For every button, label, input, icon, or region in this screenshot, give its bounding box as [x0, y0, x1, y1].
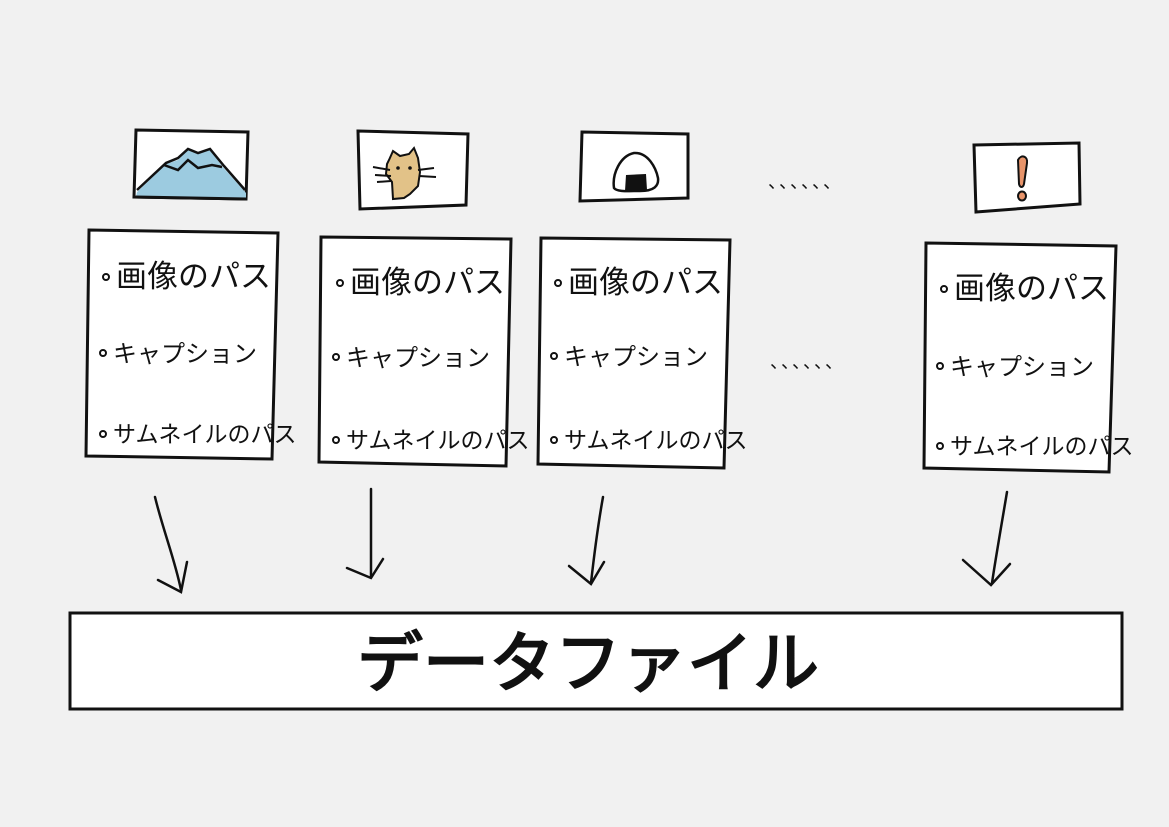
- bullet-icon: [99, 349, 107, 357]
- bullet-icon: [332, 436, 340, 444]
- field-list: 画像のパス キャプション サムネイルのパス: [99, 259, 297, 448]
- field-thumbnail-path: サムネイルのパス: [113, 422, 297, 448]
- record-card-4: 画像のパス キャプション サムネイルのパス: [922, 241, 1134, 474]
- exclamation-picture-icon: [1016, 155, 1029, 202]
- cat-picture-icon: [372, 146, 437, 201]
- arrow-down-icon: [961, 490, 1012, 587]
- field-caption: キャプション: [113, 340, 257, 368]
- rice-ball-picture-icon: [612, 151, 660, 193]
- bullet-icon: [99, 430, 107, 438]
- field-caption: キャプション: [950, 353, 1094, 381]
- ellipsis-top: 、、、、、、: [768, 172, 843, 193]
- record-card-1: 画像のパス キャプション サムネイルのパス: [84, 228, 297, 461]
- field-list: 画像のパス キャプション サムネイルのパス: [550, 265, 748, 454]
- field-list: 画像のパス キャプション サムネイルのパス: [332, 265, 530, 454]
- field-thumbnail-path: サムネイルのパス: [950, 434, 1134, 460]
- bullet-icon: [102, 273, 110, 281]
- bullet-icon: [940, 285, 948, 293]
- field-caption: キャプション: [346, 344, 490, 372]
- record-card-3: 画像のパス キャプション サムネイルのパス: [536, 236, 748, 470]
- data-file-label: データファイル: [357, 625, 819, 702]
- bullet-icon: [550, 436, 558, 444]
- bullet-icon: [550, 352, 558, 360]
- bullet-icon: [936, 362, 944, 370]
- image-thumbnail-cat: [356, 129, 470, 211]
- image-thumbnail-mountain: [132, 128, 250, 201]
- bullet-icon: [554, 279, 562, 287]
- mountain-picture-icon: [135, 147, 247, 201]
- field-thumbnail-path: サムネイルのパス: [564, 428, 748, 454]
- field-caption: キャプション: [564, 343, 708, 371]
- field-image-path: 画像のパス: [568, 265, 723, 301]
- record-card-2: 画像のパス キャプション サムネイルのパス: [317, 235, 530, 468]
- data-file-box: データファイル: [68, 611, 1124, 711]
- field-image-path: 画像のパス: [350, 265, 505, 301]
- arrow-down-icon: [567, 495, 606, 586]
- field-thumbnail-path: サムネイルのパス: [346, 428, 530, 454]
- field-image-path: 画像のパス: [116, 259, 271, 295]
- arrow-down-icon: [153, 495, 189, 594]
- ellipsis-middle: 、、、、、、: [770, 352, 845, 373]
- image-thumbnail-exclamation: [972, 141, 1082, 214]
- arrow-down-icon: [345, 487, 385, 580]
- bullet-icon: [936, 442, 944, 450]
- field-list: 画像のパス キャプション サムネイルのパス: [936, 271, 1134, 460]
- bullet-icon: [336, 279, 344, 287]
- field-image-path: 画像のパス: [954, 271, 1109, 307]
- bullet-icon: [332, 353, 340, 361]
- image-thumbnail-rice-ball: [578, 130, 690, 203]
